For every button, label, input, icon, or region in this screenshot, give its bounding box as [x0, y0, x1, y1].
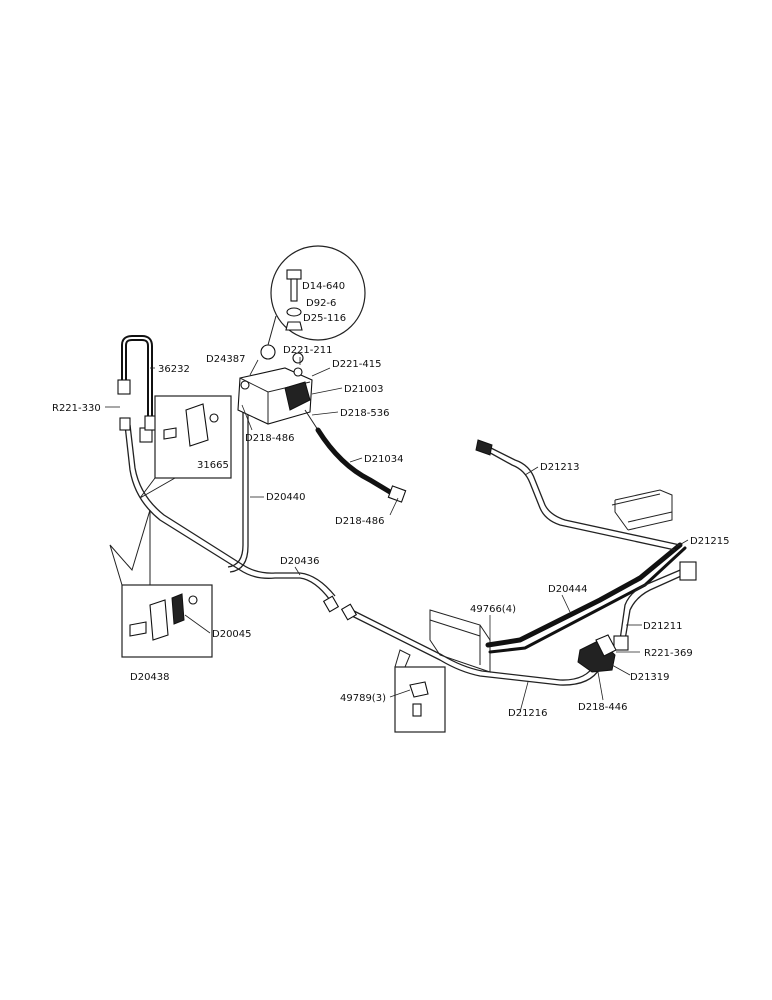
label-d218-536: D218-536 — [340, 408, 389, 419]
label-d218-486-a: D218-486 — [245, 433, 294, 444]
label-d218-486-b: D218-486 — [335, 516, 384, 527]
label-d24387: D24387 — [206, 354, 246, 365]
label-r221-369: R221-369 — [644, 648, 693, 659]
label-leaders — [105, 357, 689, 713]
label-d218-446: D218-446 — [578, 702, 627, 713]
label-d25-116: D25-116 — [303, 313, 346, 324]
label-d20440: D20440 — [266, 492, 306, 503]
label-d14-640: D14-640 — [302, 281, 345, 292]
label-36232: 36232 — [158, 364, 190, 375]
label-d20436: D20436 — [280, 556, 320, 567]
label-d21213: D21213 — [540, 462, 580, 473]
part-labels: D14-640 D92-6 D25-116 D24387 D221-211 D2… — [52, 281, 730, 719]
bolt-callout — [267, 245, 366, 346]
detail-box-31665 — [139, 395, 232, 499]
label-d21319: D21319 — [630, 672, 670, 683]
label-d221-415: D221-415 — [332, 359, 381, 370]
label-d21216: D21216 — [508, 708, 548, 719]
pipe-d21211 — [613, 561, 697, 651]
pipe-d21213 — [475, 439, 681, 551]
label-d21211: D21211 — [643, 621, 683, 632]
label-d92-6: D92-6 — [306, 298, 336, 309]
valve-d21003 — [237, 344, 319, 431]
label-31665: 31665 — [197, 460, 229, 471]
valve-d21319 — [577, 634, 617, 673]
label-d221-211: D221-211 — [283, 345, 332, 356]
label-d21034: D21034 — [364, 454, 404, 465]
label-49766: 49766(4) — [470, 604, 516, 615]
label-d20045: D20045 — [212, 629, 252, 640]
detail-box-d20438 — [109, 509, 213, 658]
label-d20444: D20444 — [548, 584, 588, 595]
pipe-d21215 — [488, 546, 687, 654]
hose-36232 — [117, 335, 157, 431]
label-d21215: D21215 — [690, 536, 730, 547]
detail-box-49789 — [394, 649, 446, 733]
hose-d21034 — [315, 427, 407, 503]
hose-d20444 — [485, 542, 683, 648]
label-49789: 49789(3) — [340, 693, 386, 704]
label-r221-330: R221-330 — [52, 403, 101, 414]
main-pipe-run — [119, 417, 601, 686]
label-d20438: D20438 — [130, 672, 170, 683]
label-d21003: D21003 — [344, 384, 384, 395]
